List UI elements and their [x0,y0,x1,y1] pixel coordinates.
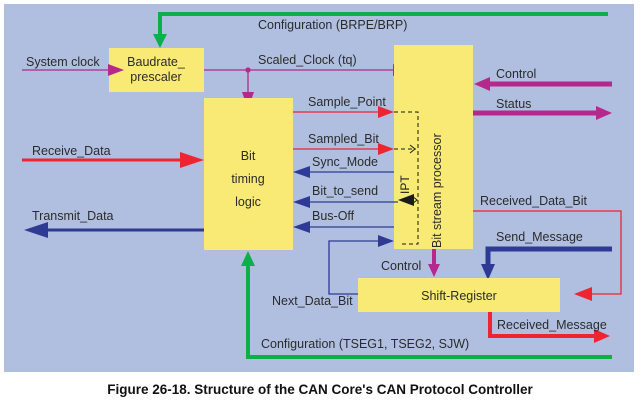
send-message-line [481,246,612,280]
control-in-arrow [474,77,612,91]
figure-caption: Figure 26-18. Structure of the CAN Core'… [107,382,533,397]
scaled-clock-label: Scaled_Clock (tq) [258,53,357,67]
bit-timing-label-1: Bit [241,149,256,163]
received-message-label: Received_Message [497,318,607,332]
config-brp-line [153,12,608,48]
baudrate-prescaler-label-2: prescaler [130,70,181,84]
receive-data-label: Receive_Data [32,144,111,158]
received-data-bit-line [473,210,622,301]
transmit-data-arrow [24,222,204,238]
bit-timing-label-2: timing [231,172,264,186]
ipt-chevron-1 [409,144,416,154]
bus-off-label: Bus-Off [312,209,355,223]
bit-to-send-arrow [293,196,398,208]
ipt-arrow-icon [398,194,414,206]
sync-mode-arrow [293,166,394,178]
config-tseg-line [241,251,612,359]
config-brp-label: Configuration (BRPE/BRP) [258,18,407,32]
bit-timing-label-3: logic [235,195,261,209]
bit-stream-processor-block [394,45,473,249]
sampled-bit-label: Sampled_Bit [308,132,379,146]
control-sr-arrow [428,249,440,277]
received-message-line [488,312,610,343]
baudrate-prescaler-block [109,48,204,92]
system-clock-arrow [22,64,124,76]
sync-mode-label: Sync_Mode [312,155,378,169]
received-data-bit-label: Received_Data_Bit [480,194,588,208]
status-label: Status [496,97,531,111]
shift-register-label: Shift-Register [421,289,497,303]
ipt-dashed-path [394,111,419,245]
baudrate-prescaler-label-1: Baudrate_ [127,55,186,69]
sampled-bit-arrow [293,143,394,155]
next-data-bit-label: Next_Data_Bit [272,294,353,308]
bit-timing-logic-block [204,98,293,250]
send-message-label: Send_Message [496,230,583,244]
shift-register-block [358,278,560,312]
system-clock-label: System clock [26,55,100,69]
can-protocol-controller-diagram: Configuration (BRPE/BRP) Baudrate_ presc… [4,4,634,372]
bus-off-arrow [293,221,394,233]
bit-stream-processor-label: Bit stream processor [430,133,444,248]
receive-data-arrow [22,152,204,168]
sample-point-label: Sample_Point [308,95,386,109]
transmit-data-label: Transmit_Data [32,209,114,223]
sample-point-arrow [293,106,394,118]
control-sr-label: Control [381,259,421,273]
ipt-label: IPT [398,175,412,194]
next-data-bit-line [328,235,394,295]
bit-to-send-label: Bit_to_send [312,184,378,198]
config-tseg-label: Configuration (TSEG1, TSEG2, SJW) [261,337,469,351]
control-in-label: Control [496,67,536,81]
status-arrow [473,106,612,120]
